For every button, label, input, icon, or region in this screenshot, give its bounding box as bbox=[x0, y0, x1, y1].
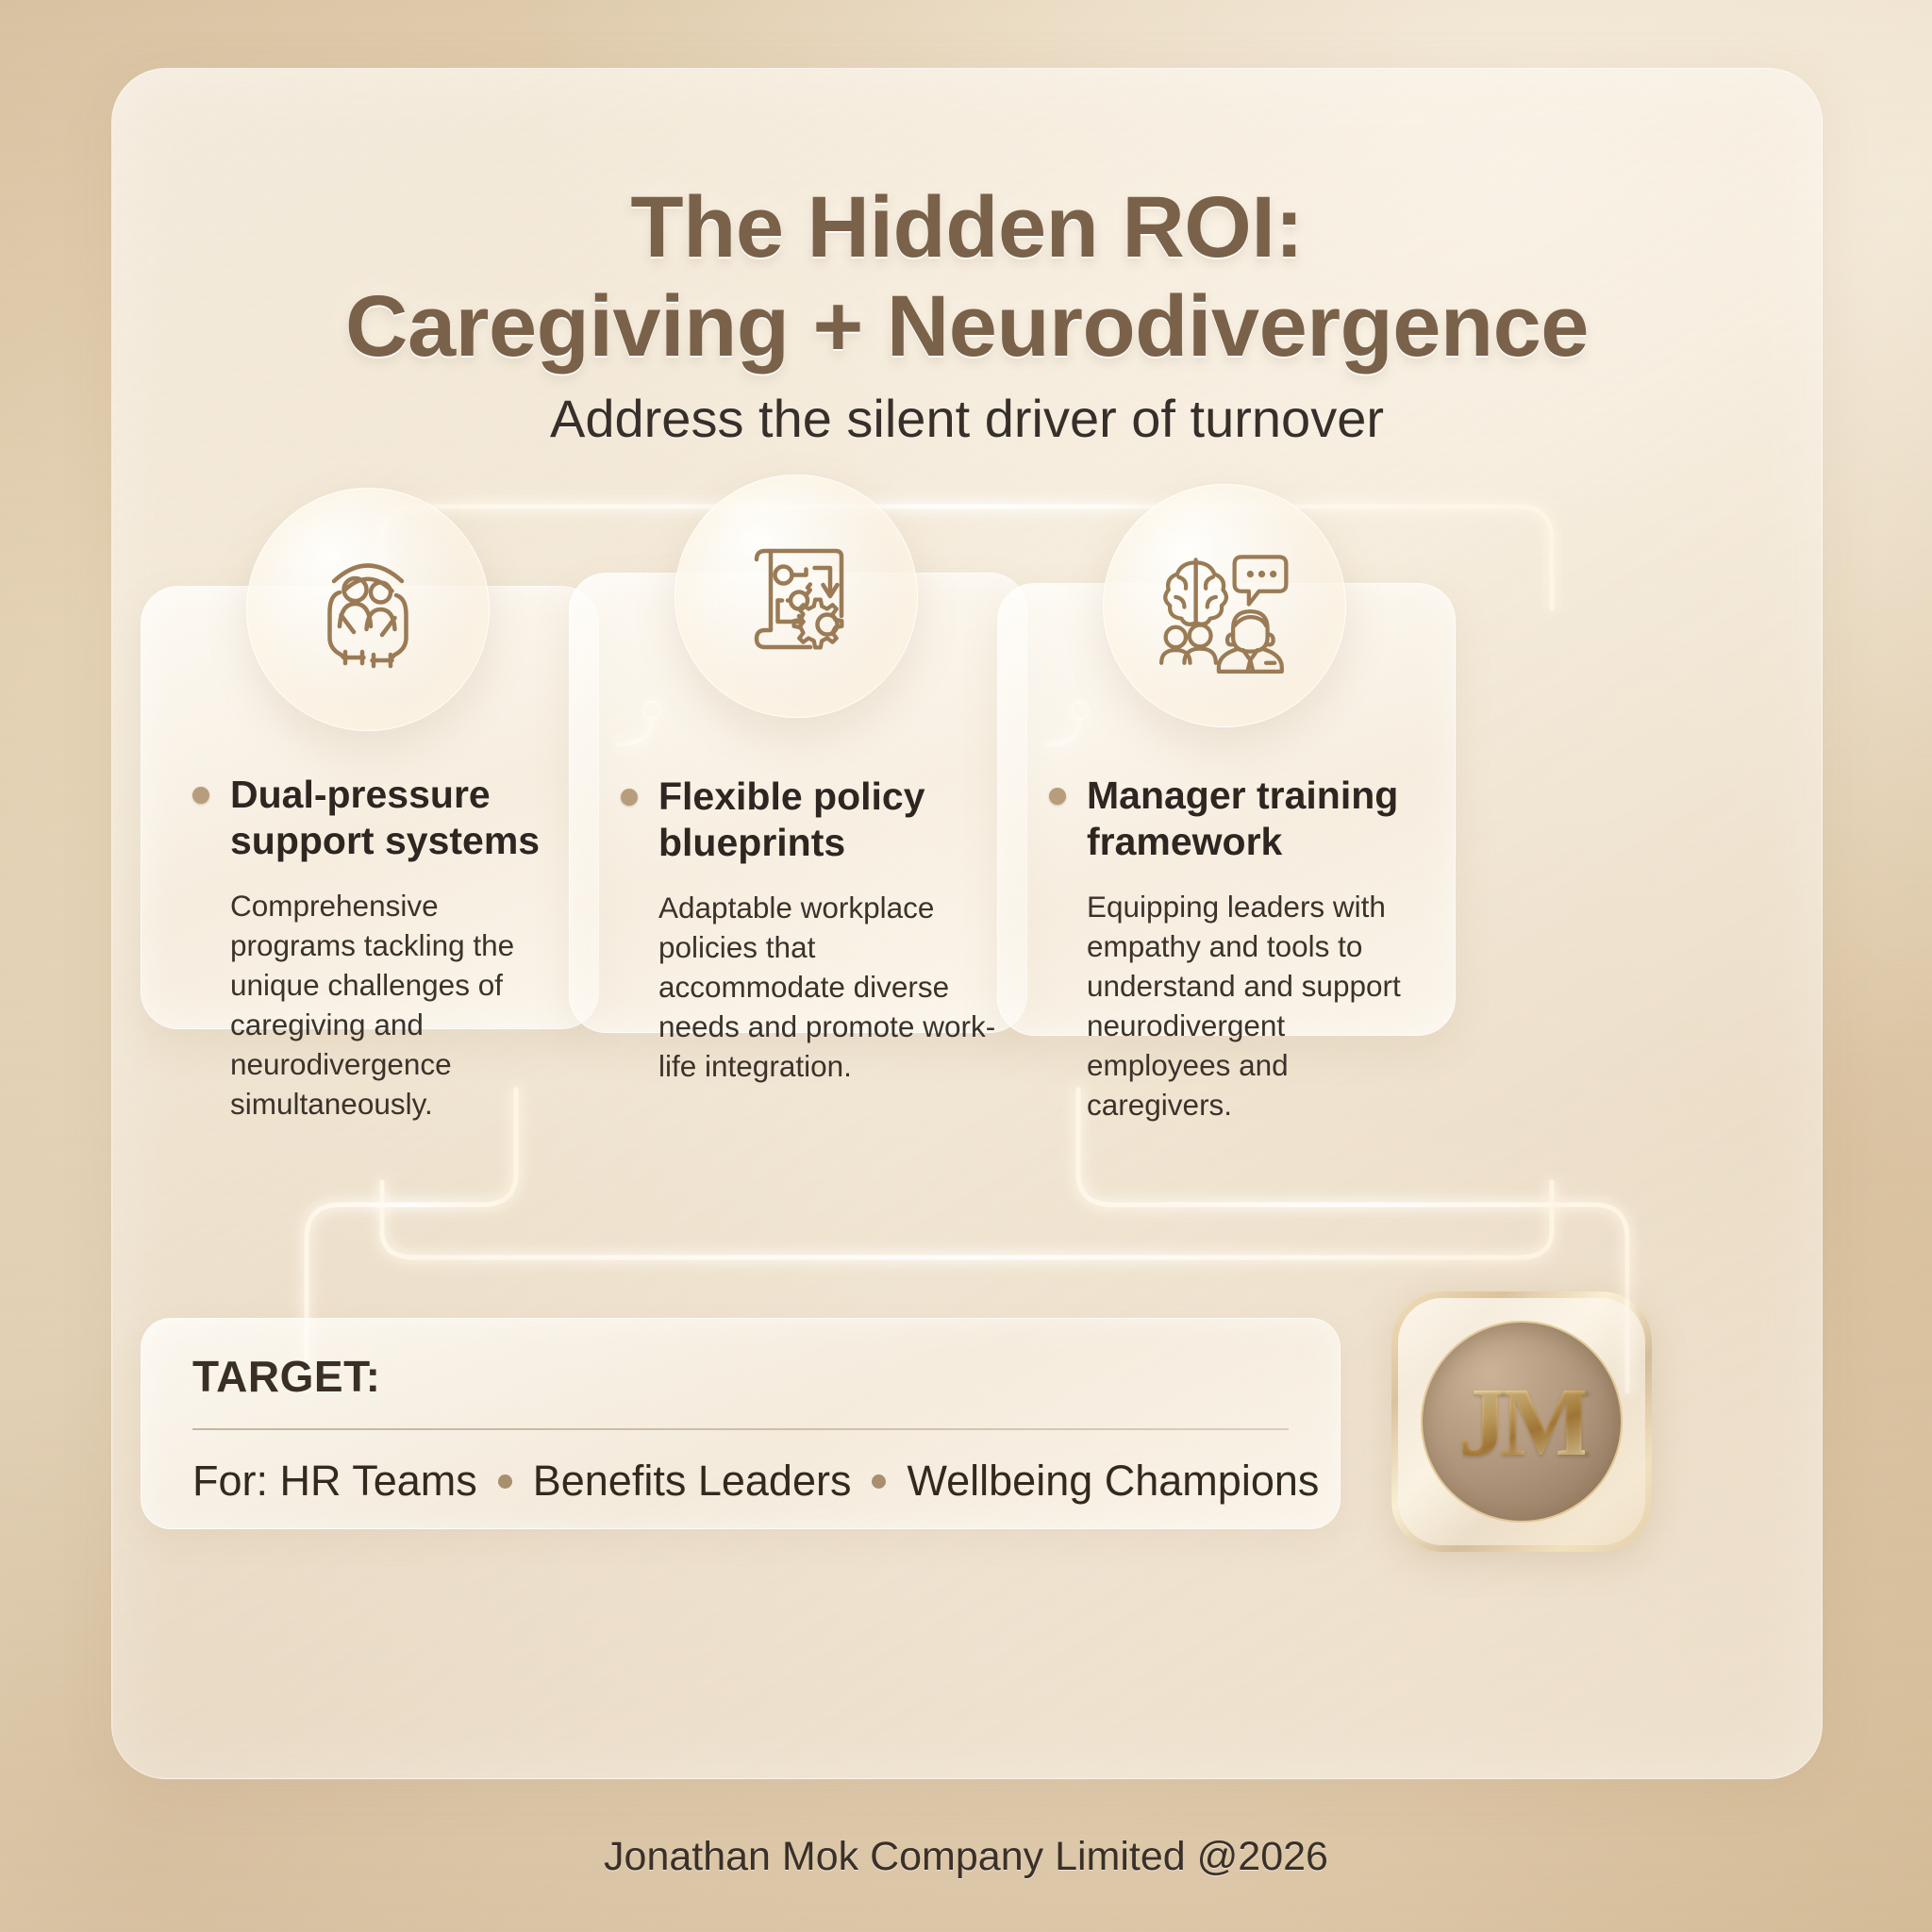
title-line-2: Caregiving + Neurodivergence bbox=[345, 277, 1589, 375]
bullet-dot-icon bbox=[1049, 788, 1066, 805]
card-description: Comprehensive programs tackling the uniq… bbox=[230, 889, 515, 1121]
bullet-dot-icon bbox=[192, 787, 209, 804]
target-label: TARGET: bbox=[192, 1352, 381, 1401]
logo-disc: JM bbox=[1423, 1323, 1621, 1521]
target-audience-2: Wellbeing Champions bbox=[907, 1457, 1320, 1505]
card-heading-line-1: Flexible policy bbox=[658, 774, 925, 818]
card-description: Equipping leaders with empathy and tools… bbox=[1087, 890, 1401, 1122]
logo-monogram: JM bbox=[1457, 1367, 1592, 1476]
card-body: Manager training framework Equipping lea… bbox=[1047, 773, 1426, 1125]
icon-bubble-blueprint-gear bbox=[675, 475, 918, 718]
card-heading: Flexible policy blueprints bbox=[619, 774, 998, 866]
copyright-footer: Jonathan Mok Company Limited @2026 bbox=[604, 1834, 1328, 1879]
icon-bubble-caring-hands bbox=[246, 488, 490, 731]
card-heading-line-2: support systems bbox=[230, 819, 541, 863]
page-title: The Hidden ROI: Caregiving + Neurodiverg… bbox=[112, 178, 1822, 376]
target-divider bbox=[192, 1428, 1289, 1430]
card-body: Dual-pressure support systems Comprehens… bbox=[191, 772, 570, 1124]
card-heading: Dual-pressure support systems bbox=[191, 772, 570, 864]
card-heading-line-1: Manager training bbox=[1087, 774, 1399, 817]
card-heading-line-2: framework bbox=[1087, 820, 1283, 864]
page-subtitle: Address the silent driver of turnover bbox=[550, 389, 1384, 448]
title-line-1: The Hidden ROI: bbox=[630, 179, 1304, 275]
main-panel: The Hidden ROI: Caregiving + Neurodiverg… bbox=[111, 68, 1823, 1779]
bullet-dot-icon bbox=[621, 789, 638, 806]
target-bar: TARGET: For: HR Teams Benefits Leaders W… bbox=[141, 1318, 1341, 1529]
blueprint-gear-icon bbox=[754, 548, 844, 650]
card-heading-line-1: Dual-pressure bbox=[230, 773, 491, 816]
target-prefix: For: HR Teams bbox=[192, 1457, 477, 1505]
target-audience-1: Benefits Leaders bbox=[532, 1457, 852, 1505]
card-body: Flexible policy blueprints Adaptable wor… bbox=[619, 774, 998, 1087]
card-description: Adaptable workplace policies that accomm… bbox=[658, 891, 996, 1083]
target-audience-row: For: HR Teams Benefits Leaders Wellbeing… bbox=[192, 1457, 1319, 1506]
brand-logo-badge[interactable]: JM bbox=[1391, 1291, 1652, 1552]
brain-team-training-icon bbox=[1158, 555, 1289, 675]
separator-dot-icon bbox=[497, 1474, 512, 1489]
caring-hands-icon bbox=[327, 563, 408, 669]
card-heading: Manager training framework bbox=[1047, 773, 1426, 865]
card-heading-line-2: blueprints bbox=[658, 821, 846, 865]
separator-dot-icon bbox=[872, 1474, 887, 1489]
icon-bubble-brain-team bbox=[1103, 484, 1346, 727]
